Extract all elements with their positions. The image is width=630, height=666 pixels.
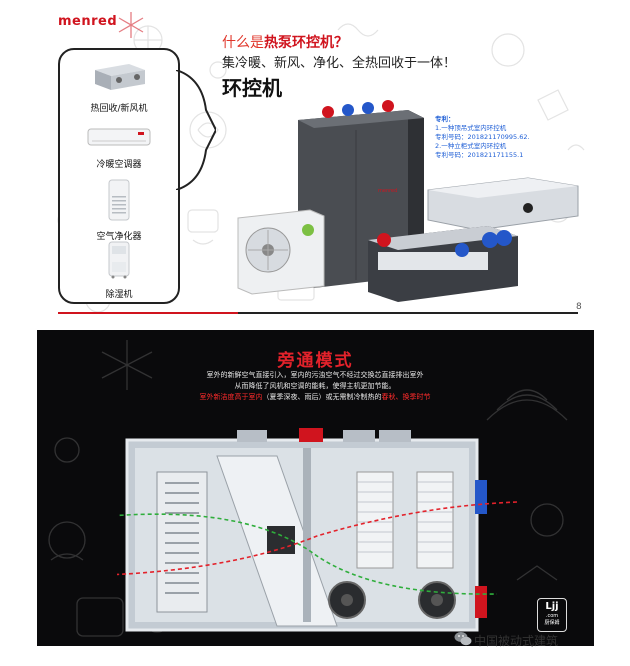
exhaust-air-flow-line bbox=[117, 501, 517, 576]
badge-text: 厨保姆 bbox=[544, 620, 560, 626]
environment-control-machines-image: menred bbox=[237, 100, 579, 302]
desc-middle: （夏季深夜、雨后）或无需制冷制热的 bbox=[262, 393, 382, 401]
watermark-account-name: 中国被动式建筑 bbox=[474, 634, 559, 648]
footer-divider bbox=[58, 312, 578, 314]
product-label: 除湿机 bbox=[105, 290, 133, 300]
headline-question: 什么是热泵环控机？ bbox=[222, 32, 348, 52]
patent-title: 专利： bbox=[435, 115, 455, 123]
badge-text: Ljj bbox=[545, 601, 559, 612]
split-ac-icon bbox=[87, 128, 151, 146]
product-label: 热回收/新风机 bbox=[90, 104, 148, 114]
badge-text: .com bbox=[545, 613, 559, 619]
product-dehumidifier: 除湿机 bbox=[60, 240, 178, 300]
dehumidifier-icon bbox=[108, 241, 130, 279]
desc-highlight: 室外新洁度高于室内 bbox=[199, 393, 263, 401]
mode-title: 旁通模式 bbox=[277, 351, 354, 371]
patent-line: 专利号码：201821170995.62. bbox=[435, 133, 530, 141]
desc-line-conditions: 室外新洁度高于室内（夏季深夜、雨后）或无需制冷制热的春秋、换季时节 bbox=[165, 392, 465, 403]
product-label: 空气净化器 bbox=[96, 232, 142, 242]
product-air-conditioner: 冷暖空调器 bbox=[60, 124, 178, 170]
patent-info: 专利： 1.一种顶吊式室内环控机 专利号码：201821170995.62. 2… bbox=[435, 115, 530, 160]
site-badge: Ljj .com 厨保姆 bbox=[537, 598, 567, 632]
brand-logo: menred bbox=[58, 14, 118, 29]
slide-bypass-mode: 旁通模式 室外的新鲜空气直接引入，室内的污浊空气不经过交换芯直接排出室外 从而降… bbox=[37, 330, 594, 646]
air-purifier-icon bbox=[108, 179, 130, 221]
patent-line: 1.一种顶吊式室内环控机 bbox=[435, 124, 507, 132]
desc-line: 室外的新鲜空气直接引入，室内的污浊空气不经过交换芯直接排出室外 bbox=[206, 371, 424, 379]
wechat-icon bbox=[454, 632, 472, 646]
machine-brand-label: menred bbox=[378, 188, 397, 194]
desc-highlight: 春秋、换季时节 bbox=[381, 393, 431, 401]
product-ventilator: 热回收/新风机 bbox=[60, 60, 178, 114]
patent-line: 专利号码：201821171155.1 bbox=[435, 151, 524, 159]
headline-highlight: 热泵环控机？ bbox=[264, 35, 348, 51]
snowflake-logo-icon bbox=[118, 12, 144, 38]
ventilator-box-icon bbox=[95, 64, 145, 90]
bypass-airflow-diagram bbox=[117, 428, 517, 632]
product-label: 冷暖空调器 bbox=[96, 160, 142, 170]
headline-product-name: 环控机 bbox=[222, 76, 282, 100]
product-air-purifier: 空气净化器 bbox=[60, 178, 178, 242]
product-list-panel: 热回收/新风机 冷暖空调器 空气净化器 除湿机 bbox=[58, 48, 180, 304]
fresh-air-flow-line bbox=[117, 513, 498, 595]
headline-features: 集冷暖、新风、净化、全热回收于一体！ bbox=[222, 56, 457, 71]
panel-brace-pointer bbox=[176, 70, 216, 190]
mode-description: 室外的新鲜空气直接引入，室内的污浊空气不经过交换芯直接排出室外 从而降低了风机和… bbox=[165, 370, 465, 403]
slide-heat-pump-intro: menred 热回收/新风机 冷暖空调器 bbox=[38, 10, 598, 318]
headline-prefix: 什么是 bbox=[222, 35, 264, 51]
patent-line: 2.一种立柜式室内环控机 bbox=[435, 142, 507, 150]
page-number: 8 bbox=[576, 302, 582, 312]
desc-line: 从而降低了风机和空调的能耗，使得主机更加节能。 bbox=[234, 382, 396, 390]
